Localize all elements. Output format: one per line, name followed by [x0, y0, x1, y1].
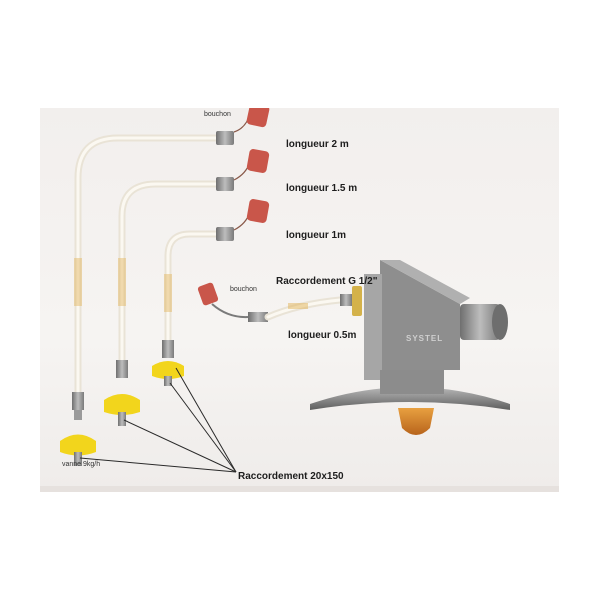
longueur-1m-label: longueur 1m [286, 230, 347, 241]
fitting-left [60, 392, 96, 466]
fitting-right [152, 340, 184, 386]
product-photo: SYSTEL bouchon longueur 2 m longueur 1.5… [40, 108, 559, 490]
hose-diagram [60, 108, 510, 473]
photo-bottom-edge [40, 486, 559, 492]
fitting-middle [104, 360, 140, 426]
brand-mark: SYSTEL [406, 334, 444, 343]
hose-2m [74, 108, 270, 404]
bouchon-top-label: bouchon [204, 111, 231, 118]
vanne-label: vanne 9kg/h [62, 461, 101, 468]
pointer-lines [79, 367, 237, 473]
raccordement-g-label: Raccordement G 1/2" [276, 276, 378, 287]
raccordement-20x150-label: Raccordement 20x150 [238, 471, 344, 482]
bouchon-mid-label: bouchon [230, 286, 257, 293]
hose-1m [164, 199, 270, 344]
longueur-0-5m-label: longueur 0.5m [288, 330, 357, 341]
hose-0-5m [197, 282, 362, 322]
heater-unit [310, 260, 510, 435]
longueur-1-5m-label: longueur 1.5 m [286, 183, 358, 194]
longueur-2m-label: longueur 2 m [286, 139, 349, 150]
hose-1-5m [118, 149, 270, 364]
